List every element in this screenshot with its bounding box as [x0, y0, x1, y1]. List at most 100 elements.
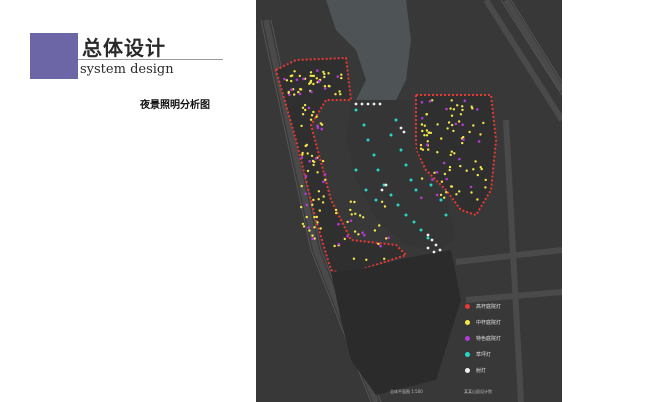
light-dot: [300, 205, 303, 209]
light-dot: [419, 143, 423, 147]
light-dot: [425, 113, 428, 116]
light-dot: [364, 188, 368, 192]
map-caption: 总体平面图 1:500: [390, 389, 423, 394]
light-dot: [362, 123, 366, 127]
light-dot: [366, 138, 370, 142]
light-dot: [316, 221, 319, 224]
light-dot: [313, 215, 316, 219]
light-dot: [435, 170, 439, 174]
light-dot: [311, 203, 314, 206]
light-dot: [426, 236, 430, 240]
light-dot: [420, 196, 423, 200]
light-dot: [480, 167, 483, 171]
light-dot: [360, 102, 364, 106]
legend-label: 草坪灯: [476, 351, 492, 358]
map-legend: 高杆庭院灯 中杆庭院灯 特色庭院灯 草坪灯 射灯: [465, 298, 501, 378]
light-dot: [313, 237, 316, 240]
light-dot: [310, 90, 313, 94]
light-dot: [290, 79, 293, 83]
light-dot: [454, 122, 458, 126]
light-dot: [479, 133, 482, 136]
light-dot: [301, 151, 304, 155]
light-dot: [419, 228, 423, 232]
legend-item: 射灯: [465, 362, 501, 378]
light-dot: [358, 214, 362, 217]
legend-item: 中杆庭院灯: [465, 314, 501, 330]
light-dot: [307, 226, 310, 229]
light-dot: [316, 69, 319, 72]
light-dot: [302, 77, 305, 81]
light-dot: [378, 224, 381, 227]
light-dot: [420, 123, 424, 126]
light-dot: [461, 123, 464, 127]
light-dot: [425, 134, 429, 137]
light-dot: [449, 107, 452, 110]
light-dot: [334, 93, 337, 96]
light-dot: [383, 205, 387, 208]
light-dot: [362, 216, 365, 219]
light-dot: [374, 198, 378, 202]
light-dot: [306, 152, 309, 155]
light-dot: [327, 84, 330, 88]
light-dot: [426, 246, 430, 250]
legend-label: 特色庭院灯: [476, 335, 502, 342]
light-dot: [349, 200, 352, 203]
lawn-lights: [354, 108, 448, 240]
light-dot: [313, 160, 316, 164]
light-dot: [303, 103, 307, 107]
site-plan-svg: [260, 0, 562, 402]
light-dot: [336, 75, 340, 78]
light-dot: [382, 183, 386, 187]
light-dot: [423, 134, 426, 137]
light-dot: [431, 178, 434, 181]
light-dot: [357, 233, 360, 236]
light-dot: [308, 229, 311, 232]
page-title-english: system design: [80, 62, 174, 77]
light-dot: [317, 80, 321, 83]
light-dot: [311, 234, 314, 237]
light-dot: [452, 129, 455, 133]
light-dot: [482, 121, 485, 125]
south-park: [331, 250, 461, 395]
light-dot: [385, 237, 388, 240]
light-dot: [420, 117, 424, 120]
light-dot: [346, 220, 349, 224]
light-dot: [459, 113, 463, 116]
light-dot: [334, 208, 338, 212]
light-dot: [298, 92, 302, 96]
spot-lights: [354, 102, 442, 254]
light-dot: [300, 156, 304, 159]
light-dot: [323, 85, 327, 88]
legend-item: 特色庭院灯: [465, 330, 501, 346]
light-dot: [322, 180, 325, 183]
light-dot: [484, 186, 487, 189]
light-dot: [323, 87, 327, 90]
light-dot: [384, 183, 388, 187]
light-dot: [305, 203, 309, 207]
light-dot: [432, 250, 436, 254]
light-dot: [317, 190, 321, 193]
light-dot: [426, 140, 429, 143]
light-dot: [302, 225, 306, 228]
light-dot: [366, 102, 370, 106]
light-dot: [399, 126, 403, 130]
light-dot: [471, 107, 474, 110]
light-dot: [452, 108, 456, 111]
light-dot: [309, 118, 313, 121]
light-dot: [315, 77, 318, 80]
light-dot: [445, 177, 448, 181]
light-dot: [387, 236, 390, 240]
light-dot: [319, 122, 322, 125]
light-dot: [339, 93, 342, 96]
light-dot: [453, 152, 456, 155]
light-dot: [301, 153, 304, 156]
yellow-dot-icon: [465, 319, 470, 325]
light-dot: [311, 237, 314, 240]
residential-block-west: [274, 56, 408, 277]
light-dot: [335, 211, 338, 215]
light-dot: [372, 153, 376, 157]
light-dot: [465, 169, 468, 172]
light-dot: [438, 248, 442, 252]
light-dot: [372, 102, 376, 106]
light-dot: [389, 193, 393, 197]
